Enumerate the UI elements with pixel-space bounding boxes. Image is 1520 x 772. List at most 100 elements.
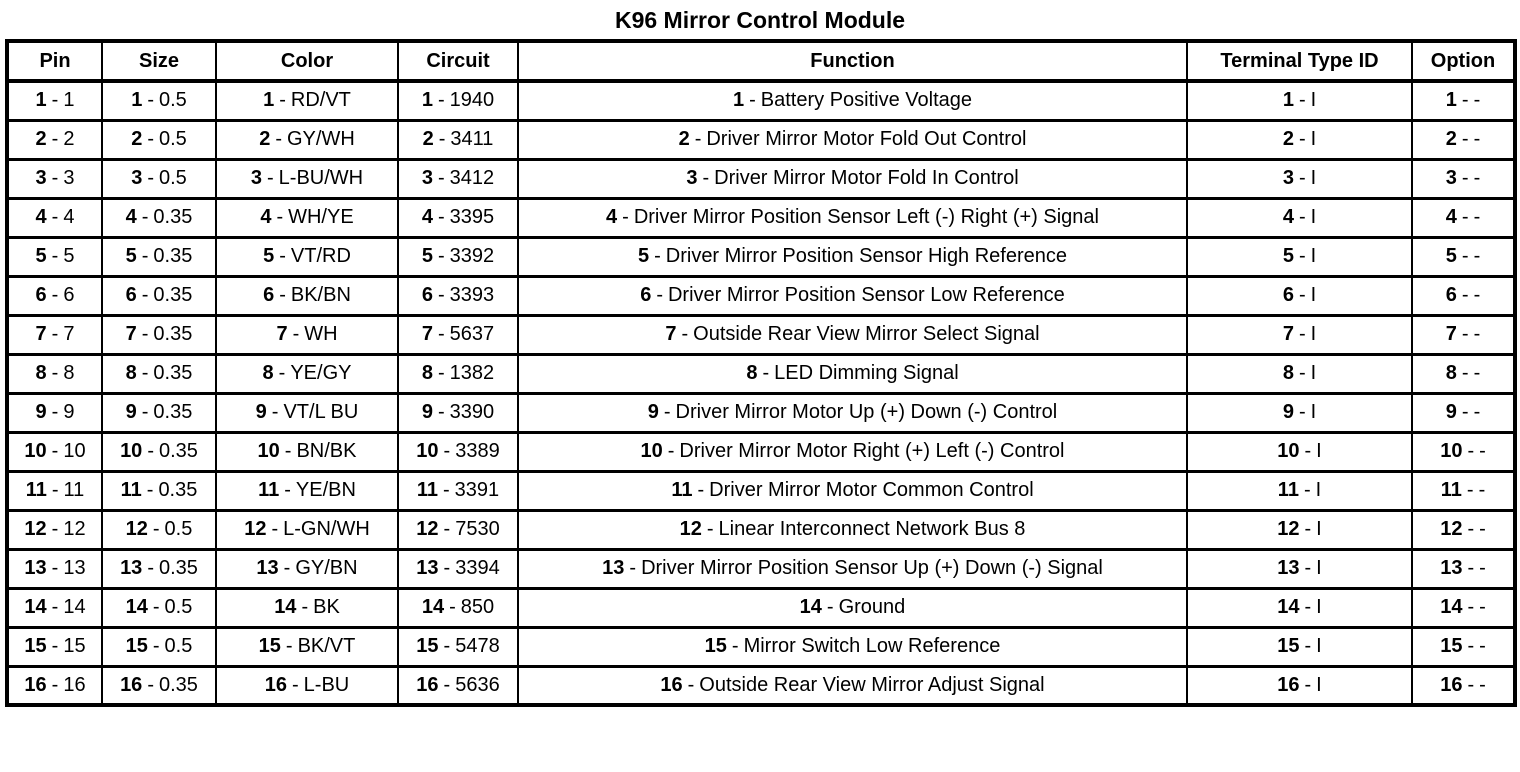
separator: - xyxy=(147,128,154,150)
cell-pin: 14-14 xyxy=(6,586,103,629)
pin-value: 10 xyxy=(63,440,86,462)
separator: - xyxy=(51,401,59,423)
terminal-value: I xyxy=(1310,284,1317,306)
cell-circuit: 13-3394 xyxy=(397,547,519,590)
separator: - xyxy=(1298,128,1306,150)
cell-color: 2-GY/WH xyxy=(215,118,399,161)
size-value: 0.5 xyxy=(164,518,193,540)
cell-option: 13-- xyxy=(1411,547,1516,590)
cell-option: 8-- xyxy=(1411,352,1516,395)
pin-number: 6 xyxy=(640,284,652,306)
pin-number: 4 xyxy=(421,206,433,228)
cell-terminal: 2-I xyxy=(1186,118,1413,161)
header-function: Function xyxy=(517,40,1188,83)
pin-number: 6 xyxy=(421,284,433,306)
function-value: Outside Rear View Mirror Select Signal xyxy=(693,323,1040,345)
cell-option: 7-- xyxy=(1411,313,1516,356)
terminal-value: I xyxy=(1310,89,1317,112)
separator: - xyxy=(51,518,59,540)
pin-number: 8 xyxy=(421,362,433,384)
separator: - xyxy=(51,128,59,150)
separator: - xyxy=(1467,635,1475,657)
cell-terminal: 13-I xyxy=(1186,547,1413,590)
pin-number: 2 xyxy=(259,128,271,150)
separator: - xyxy=(1461,362,1469,384)
cell-circuit: 8-1382 xyxy=(397,352,519,395)
color-value: BN/BK xyxy=(296,440,357,462)
separator: - xyxy=(706,518,714,540)
separator: - xyxy=(147,440,154,462)
cell-circuit: 9-3390 xyxy=(397,391,519,434)
cell-size: 9-0.35 xyxy=(101,391,217,434)
function-value: Driver Mirror Position Sensor Low Refere… xyxy=(667,284,1065,306)
pin-number: 1 xyxy=(263,89,275,112)
separator: - xyxy=(1467,440,1475,462)
circuit-value: 5478 xyxy=(455,635,500,657)
pin-number: 14 xyxy=(274,596,297,618)
pin-number: 11 xyxy=(25,479,47,501)
separator: - xyxy=(292,323,300,345)
separator: - xyxy=(51,167,59,189)
pin-number: 5 xyxy=(1282,245,1294,267)
circuit-value: 1940 xyxy=(449,89,495,112)
cell-function: 13-Driver Mirror Position Sensor Up (+) … xyxy=(517,547,1188,590)
separator: - xyxy=(697,479,705,501)
function-value: Driver Mirror Motor Fold In Control xyxy=(714,167,1019,189)
circuit-value: 3392 xyxy=(449,245,495,267)
separator: - xyxy=(51,362,59,384)
pin-value: 2 xyxy=(63,128,75,150)
pin-number: 9 xyxy=(35,401,47,423)
circuit-value: 1382 xyxy=(449,362,495,384)
separator: - xyxy=(141,245,149,267)
cell-terminal: 12-I xyxy=(1186,508,1413,551)
header-option: Option xyxy=(1411,40,1516,83)
header-terminal-type-id: Terminal Type ID xyxy=(1186,40,1413,83)
separator: - xyxy=(1298,362,1306,384)
separator: - xyxy=(437,245,445,267)
separator: - xyxy=(1467,673,1475,696)
separator: - xyxy=(437,401,445,423)
pin-number: 5 xyxy=(637,245,650,267)
pin-number: 8 xyxy=(35,362,47,384)
pin-number: 6 xyxy=(35,284,47,306)
cell-option: 12-- xyxy=(1411,508,1516,551)
cell-terminal: 15-I xyxy=(1186,625,1413,668)
pin-number: 11 xyxy=(1277,479,1299,501)
function-value: LED Dimming Signal xyxy=(774,362,959,384)
pin-number: 6 xyxy=(1445,284,1457,306)
cell-circuit: 1-1940 xyxy=(397,79,519,122)
cell-option: 1-- xyxy=(1411,79,1516,122)
pin-number: 12 xyxy=(1440,518,1463,540)
separator: - xyxy=(1304,596,1312,618)
cell-size: 8-0.35 xyxy=(101,352,217,395)
pin-number: 3 xyxy=(421,167,433,189)
cell-color: 4-WH/YE xyxy=(215,196,399,239)
cell-circuit: 14-850 xyxy=(397,586,519,629)
size-value: 0.35 xyxy=(153,284,193,306)
pin-number: 13 xyxy=(1440,557,1463,579)
separator: - xyxy=(141,401,149,423)
circuit-value: 5637 xyxy=(449,323,495,345)
cell-function: 6-Driver Mirror Position Sensor Low Refe… xyxy=(517,274,1188,317)
separator: - xyxy=(438,128,446,150)
pin-value: 16 xyxy=(63,673,86,696)
color-value: BK/BN xyxy=(290,284,351,306)
separator: - xyxy=(1298,323,1306,345)
option-value: - xyxy=(1473,362,1481,384)
option-value: - xyxy=(1473,128,1481,150)
pin-number: 5 xyxy=(421,245,433,267)
cell-circuit: 10-3389 xyxy=(397,430,519,473)
pin-number: 7 xyxy=(1445,323,1457,345)
pin-number: 6 xyxy=(1282,284,1294,306)
separator: - xyxy=(1298,167,1306,189)
cell-circuit: 2-3411 xyxy=(397,118,519,161)
separator: - xyxy=(147,557,154,579)
separator: - xyxy=(437,362,445,384)
pin-value: 6 xyxy=(63,284,75,306)
separator: - xyxy=(443,440,451,462)
function-value: Driver Mirror Position Sensor Up (+) Dow… xyxy=(641,557,1103,579)
separator: - xyxy=(51,206,59,228)
